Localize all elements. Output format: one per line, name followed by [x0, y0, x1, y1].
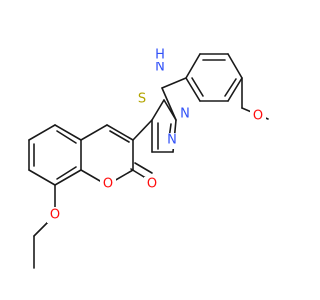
atom-label-layer: N H S N N O O: [47, 48, 266, 223]
atom-n-amine: N: [150, 60, 170, 75]
bond: [227, 53, 243, 79]
bond: [151, 99, 165, 121]
atom-h-amine: H: [150, 48, 170, 63]
bond: [56, 166, 77, 180]
atom-o-carbonyl: O: [144, 177, 160, 193]
bond: [80, 124, 108, 141]
atom-s-ring: S: [133, 92, 151, 108]
bond: [191, 77, 204, 97]
atom-label: N: [180, 107, 190, 122]
bond: [227, 77, 243, 102]
atom-label: O: [253, 109, 263, 124]
bond: [161, 87, 177, 121]
bond: [54, 124, 82, 141]
atom-o-ethoxy: O: [47, 207, 63, 223]
atom-label: H: [155, 48, 165, 63]
bond: [54, 169, 82, 186]
atom-label: S: [138, 92, 146, 107]
bond: [106, 124, 134, 141]
molecule-structure: N H S N N O O: [28, 48, 269, 269]
bond: [28, 169, 56, 186]
atom-o-lactone: O: [100, 177, 116, 193]
atom-label: N: [155, 60, 165, 75]
bond: [134, 162, 153, 174]
structure-canvas: N H S N N O O: [28, 47, 269, 269]
atom-o-methoxy: O: [250, 108, 266, 124]
atom-n-ring-upper: N: [177, 107, 193, 123]
bond: [161, 77, 187, 89]
bond-layer: [28, 53, 269, 269]
atom-label: O: [50, 208, 60, 223]
atom-label: N: [167, 133, 177, 148]
atom-n-ring-lower: N: [164, 133, 180, 149]
bond: [224, 78, 237, 97]
bond: [109, 130, 130, 143]
bond: [185, 77, 201, 102]
bond: [185, 53, 201, 79]
atom-label: O: [147, 177, 157, 192]
atom-label: O: [103, 177, 113, 192]
bond: [28, 124, 56, 141]
bond: [56, 130, 77, 144]
bond: [132, 119, 153, 141]
